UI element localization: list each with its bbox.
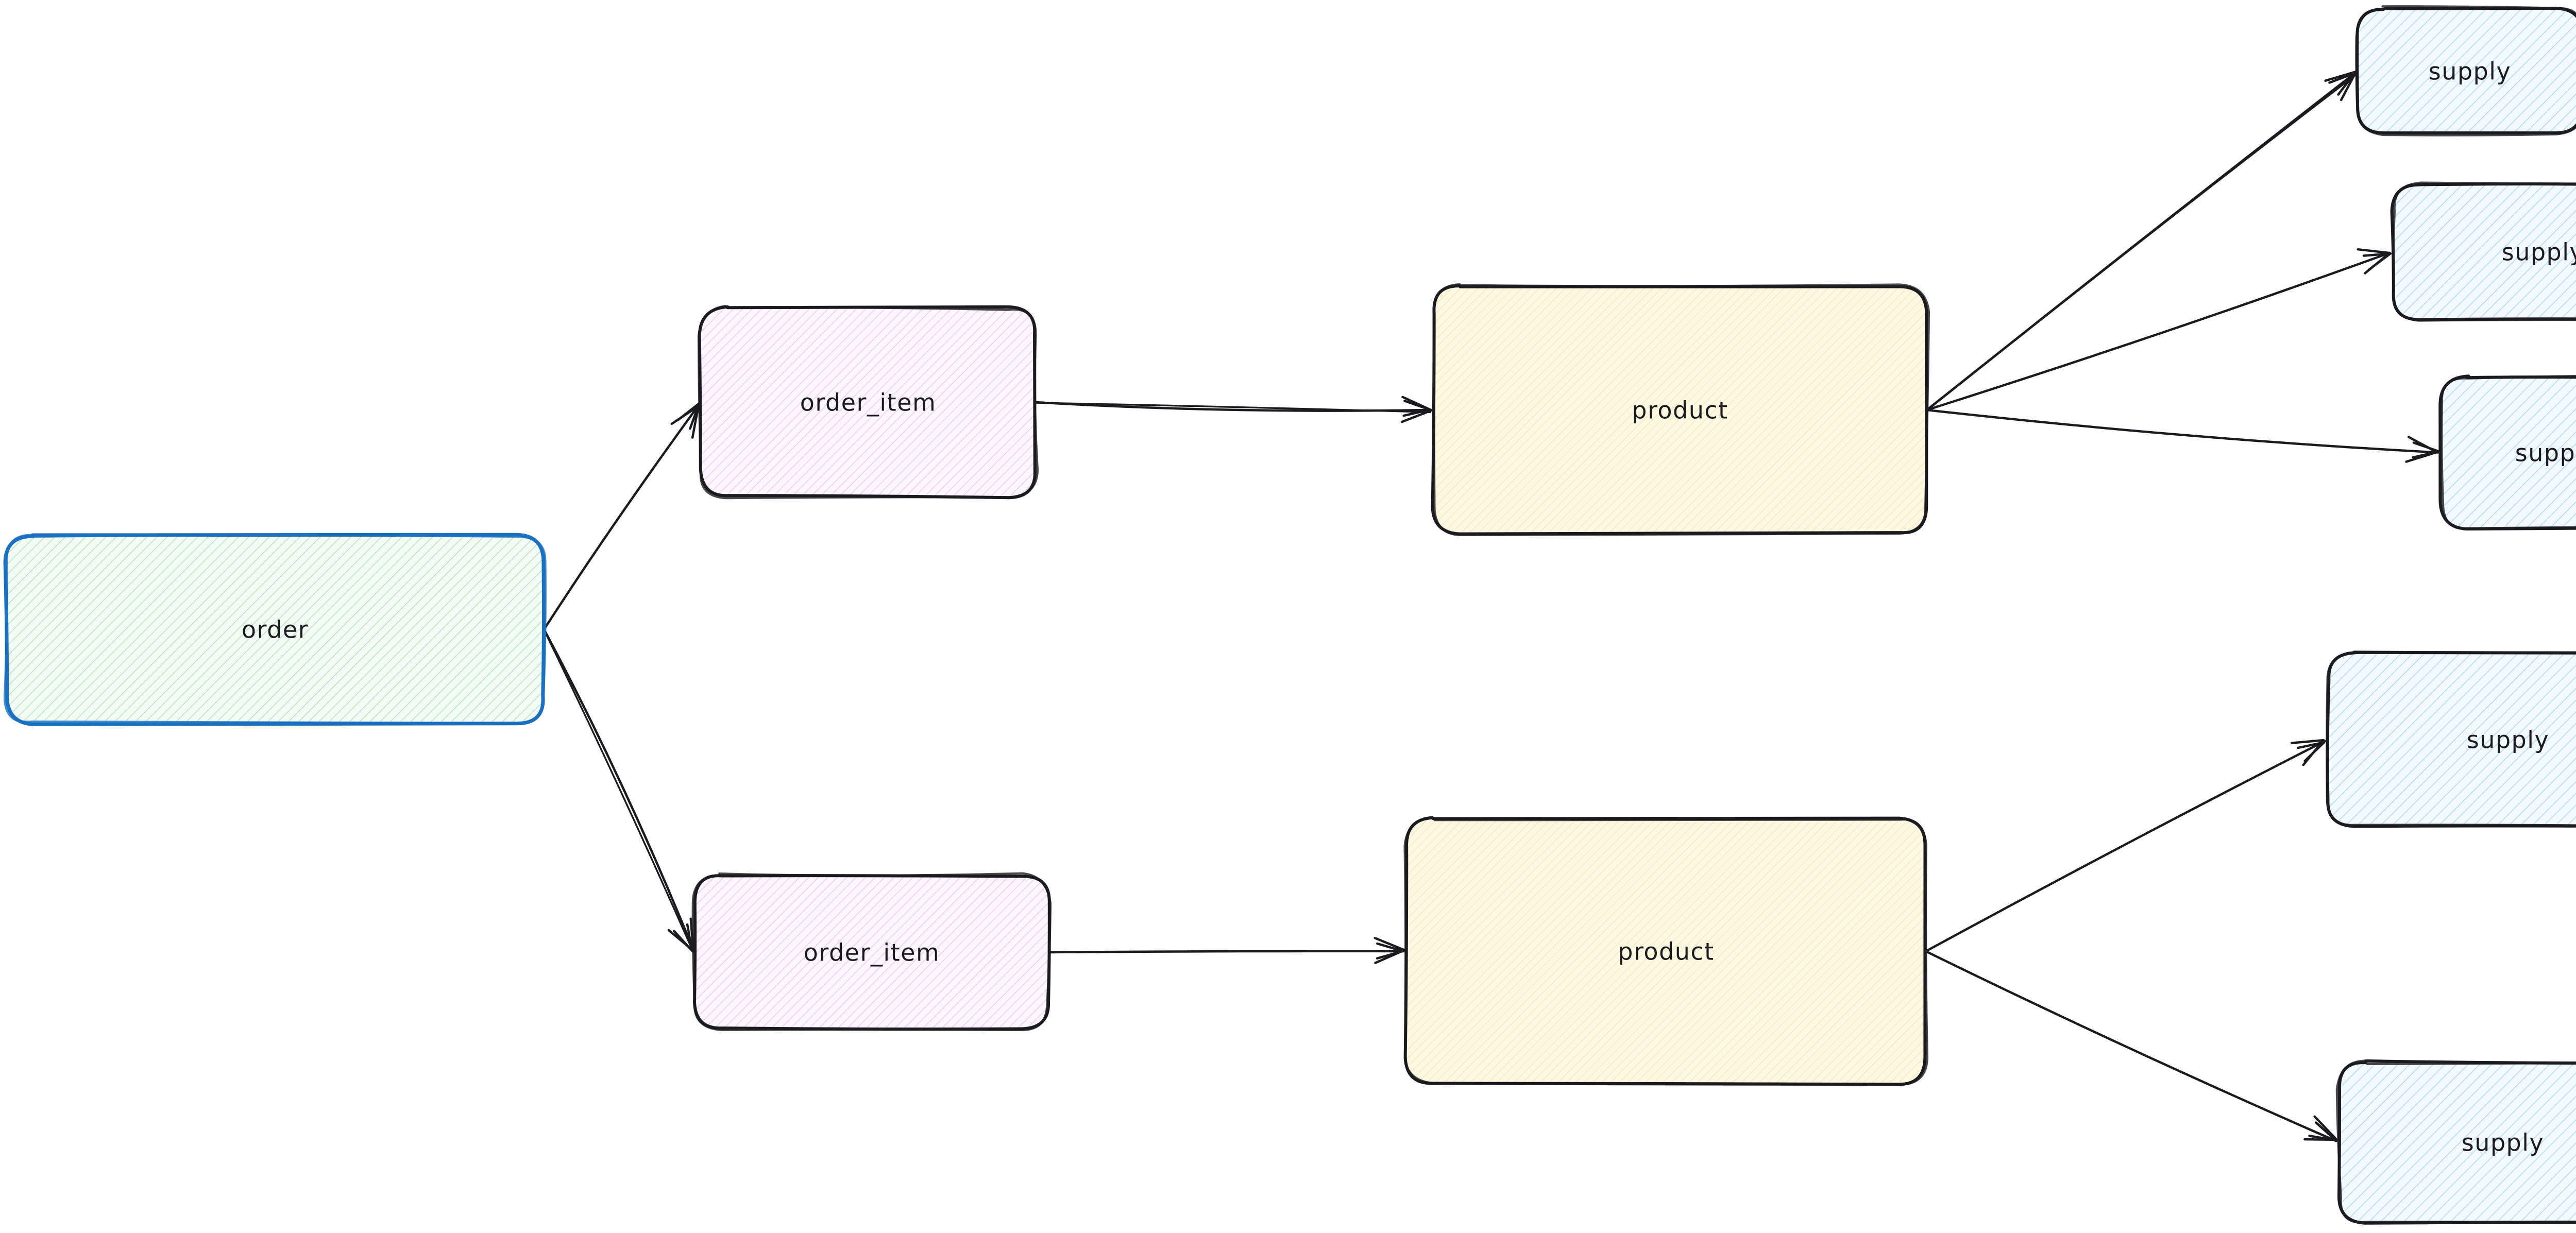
edge-stroke	[1924, 950, 2337, 1142]
node-outline	[2355, 5, 2576, 136]
node-hatch-fill	[2441, 376, 2576, 529]
edge-stroke	[543, 628, 694, 951]
arrow-head-icon	[1402, 400, 1431, 417]
edge-product_bottom-to-supply_4[interactable]	[1924, 739, 2326, 953]
node-label-order_item_bottom: order_item	[804, 939, 940, 967]
arrow-head-icon	[2328, 72, 2356, 96]
node-label-order: order	[242, 616, 309, 644]
arrow-head-icon	[1376, 942, 1404, 960]
node-outline	[2335, 1059, 2576, 1224]
edge-order-to-order_item_bottom[interactable]	[543, 628, 694, 953]
arrow-head-icon	[2308, 1121, 2337, 1142]
node-label-order_item_top: order_item	[800, 389, 937, 417]
node-label-supply_2: supply	[2502, 238, 2576, 266]
edge-order_item_top-to-product_top[interactable]	[1034, 396, 1433, 423]
node-hatch-fill	[1433, 285, 1927, 534]
arrow-head-icon	[673, 923, 693, 952]
node-supply_4[interactable]: supply	[2326, 650, 2576, 828]
node-outline	[691, 872, 1052, 1032]
edge-product_top-to-supply_3[interactable]	[1925, 408, 2441, 463]
node-outline	[2441, 374, 2576, 530]
node-outline	[693, 874, 1051, 1031]
node-outline	[1403, 816, 1928, 1086]
node-hatch-fill	[2327, 652, 2576, 827]
node-label-product_bottom: product	[1618, 938, 1714, 966]
node-outline	[3, 534, 547, 725]
node-label-supply_3: supply	[2515, 439, 2576, 467]
edge-stroke	[1035, 402, 1431, 414]
node-outline	[2392, 181, 2576, 322]
node-outline	[2438, 374, 2576, 531]
node-label-supply_5: supply	[2462, 1129, 2545, 1157]
node-order[interactable]: order	[3, 533, 547, 726]
node-label-product_top: product	[1632, 397, 1728, 424]
node-hatch-fill	[2392, 184, 2576, 320]
node-label-supply_4: supply	[2467, 726, 2550, 754]
node-outline	[1433, 283, 1930, 537]
edge-stroke	[543, 403, 700, 631]
node-product_top[interactable]: product	[1431, 283, 1930, 537]
edge-stroke	[1047, 950, 1405, 954]
node-label-supply_1: supply	[2429, 58, 2512, 85]
edge-order-to-order_item_top[interactable]	[543, 402, 701, 631]
nodes-layer: orderorder_itemorder_itemproductproducts…	[3, 5, 2576, 1225]
node-outline	[2326, 650, 2576, 827]
node-supply_5[interactable]: supply	[2335, 1059, 2576, 1225]
edge-product_top-to-supply_1[interactable]	[1925, 70, 2358, 412]
arrow-head-icon	[676, 402, 701, 430]
node-hatch-fill	[5, 535, 544, 724]
node-hatch-fill	[693, 875, 1049, 1030]
node-order_item_bottom[interactable]: order_item	[691, 872, 1052, 1032]
edge-stroke	[1926, 74, 2356, 412]
arrow-head-icon	[2412, 441, 2441, 459]
edge-stroke	[1924, 740, 2326, 953]
node-supply_3[interactable]: supply	[2438, 374, 2576, 531]
edge-stroke	[1925, 408, 2439, 454]
edge-stroke	[543, 629, 694, 953]
arrow-head-icon	[2362, 252, 2392, 271]
node-hatch-fill	[700, 308, 1037, 497]
node-supply_1[interactable]: supply	[2355, 5, 2576, 136]
node-hatch-fill	[2357, 8, 2576, 134]
edge-stroke	[1925, 251, 2391, 412]
edge-order_item_bottom-to-product_bottom[interactable]	[1047, 937, 1406, 964]
node-outline	[697, 305, 1039, 500]
edges-layer	[543, 70, 2441, 1142]
node-hatch-fill	[2338, 1061, 2576, 1224]
edge-product_top-to-supply_2[interactable]	[1925, 248, 2392, 412]
node-supply_2[interactable]: supply	[2390, 181, 2576, 322]
node-product_bottom[interactable]: product	[1403, 816, 1928, 1086]
node-hatch-fill	[1405, 819, 1926, 1083]
edge-product_bottom-to-supply_5[interactable]	[1924, 950, 2338, 1142]
arrow-head-icon	[2296, 741, 2326, 762]
node-order_item_top[interactable]: order_item	[697, 305, 1039, 500]
